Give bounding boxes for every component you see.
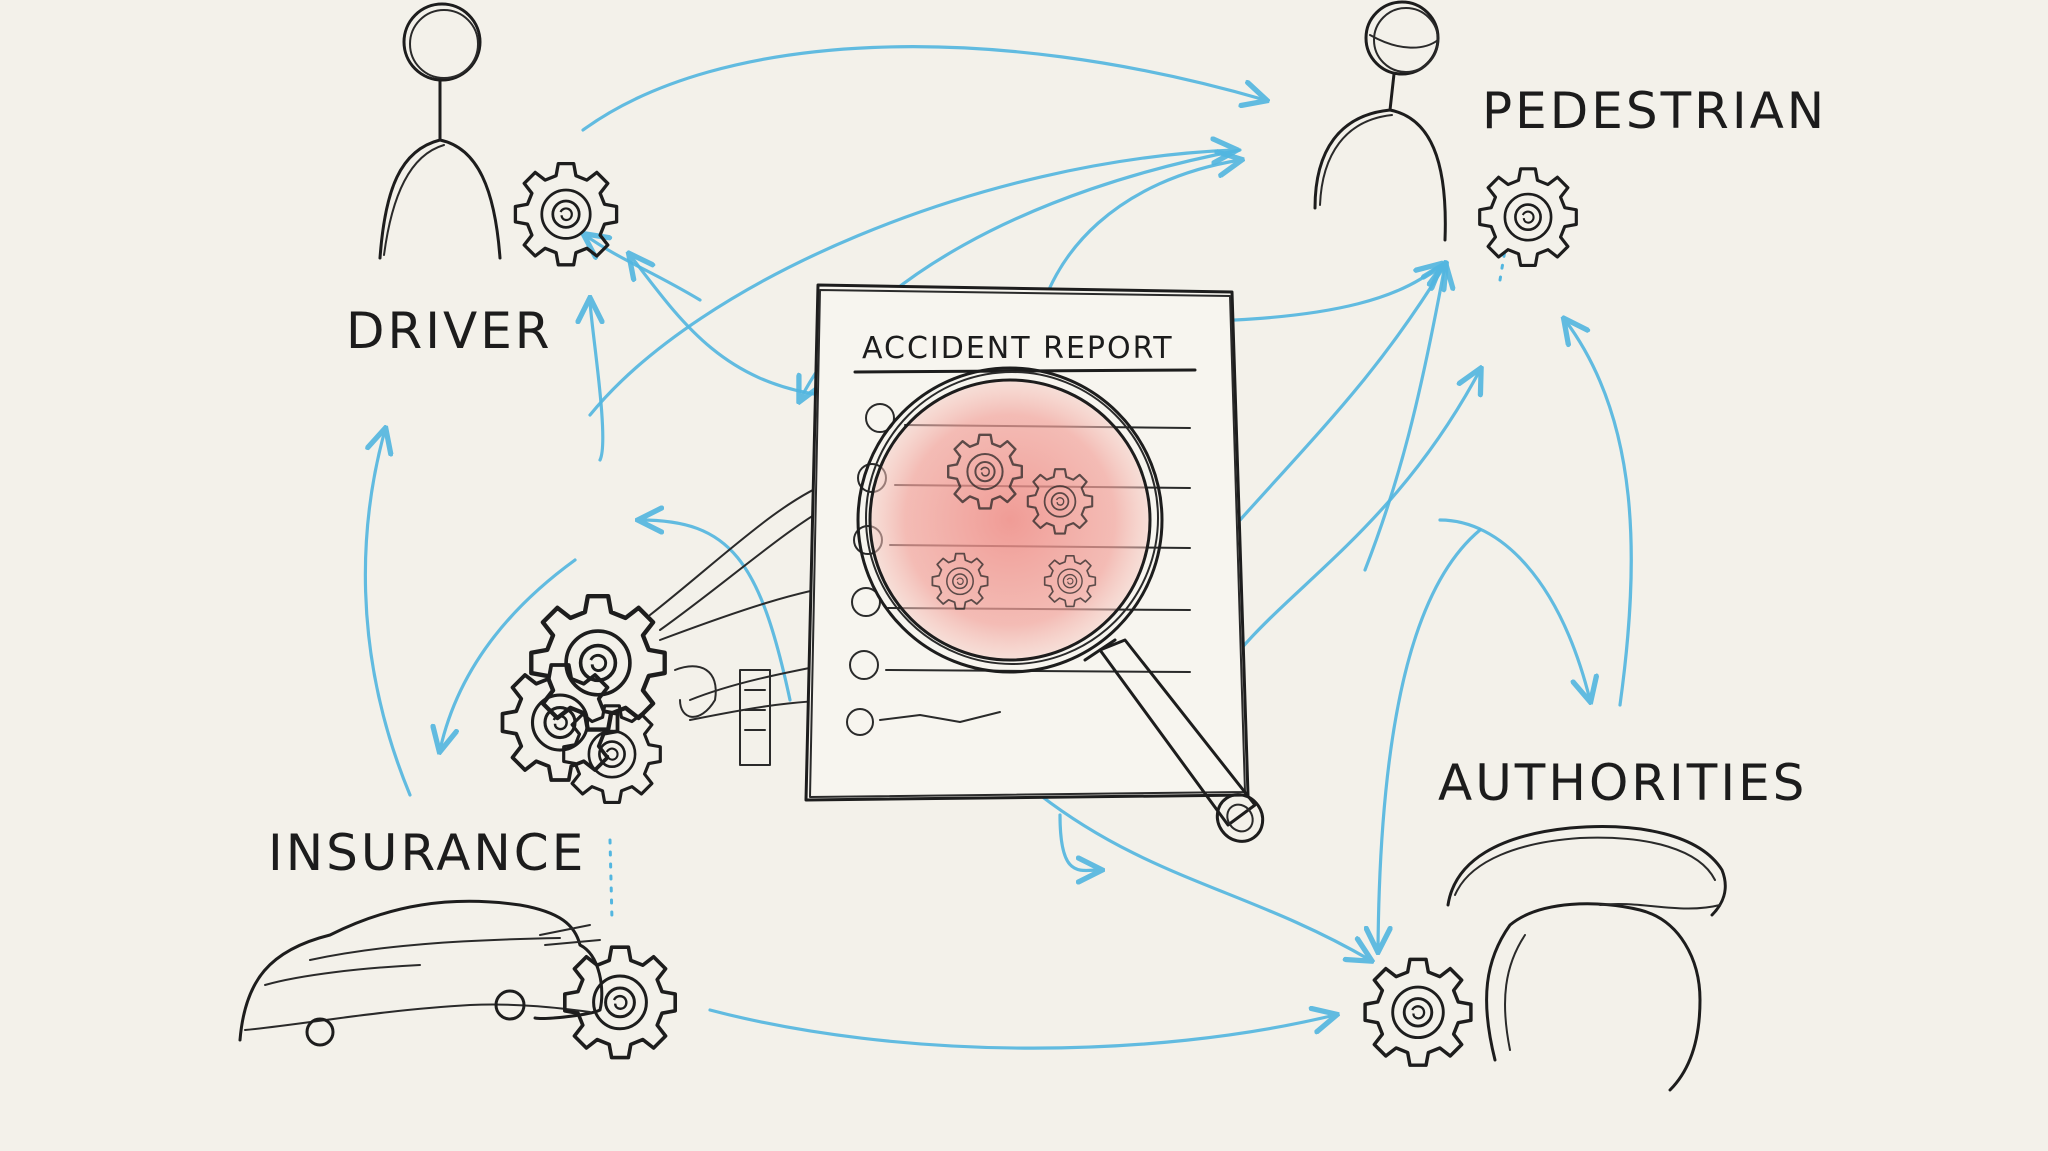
document-title: ACCIDENT REPORT [862, 331, 1174, 366]
rock-icon [1446, 825, 1727, 1092]
pedestrian-label: PEDESTRIAN [1482, 82, 1827, 140]
gear-icon [1478, 167, 1578, 267]
person-icon [378, 2, 502, 260]
gear-icon [513, 161, 619, 267]
car-icon [238, 899, 604, 1047]
gear-icon [1363, 957, 1473, 1067]
gear-icon [500, 663, 620, 782]
person-icon [1313, 0, 1447, 242]
authorities-label: AUTHORITIES [1438, 754, 1807, 812]
insurance-node: INSURANCE [238, 824, 678, 1060]
authorities-node: AUTHORITIES [1363, 754, 1807, 1092]
gear-cluster [500, 479, 851, 804]
gear-icon [562, 945, 678, 1060]
flow-arrows [363, 45, 1633, 1050]
insurance-label: INSURANCE [268, 824, 586, 882]
driver-label: DRIVER [346, 302, 553, 360]
pedestrian-node: PEDESTRIAN [1313, 0, 1827, 267]
driver-node: DRIVER [346, 2, 619, 360]
magnifying-glass-icon [856, 366, 1265, 843]
